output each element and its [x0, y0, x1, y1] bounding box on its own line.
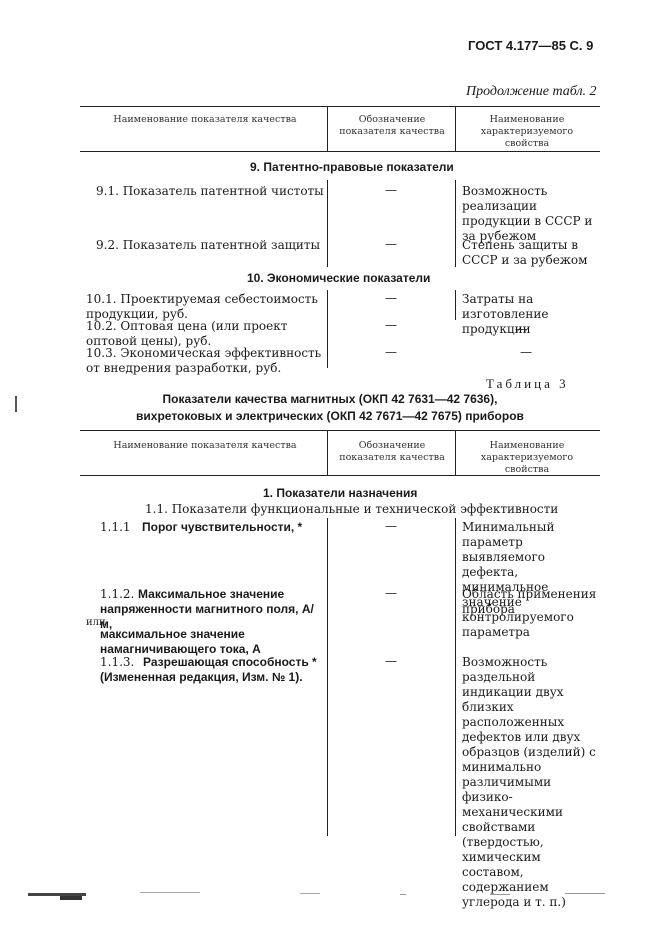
row-property: Затраты на изготовление продукции	[462, 292, 549, 336]
row-property: Возможность раздельной индикации двух бл…	[462, 655, 596, 909]
row-name: Разрешающая способность *	[143, 655, 317, 669]
table3-label: Таблица 3	[486, 376, 569, 391]
row-symbol: —	[385, 519, 397, 533]
row-symbol: —	[385, 586, 397, 600]
row-symbol: —	[385, 291, 397, 305]
row-property: Минимальный параметр выявляемого дефекта…	[462, 520, 574, 639]
table2-col-name: Наименование показателя качества	[113, 114, 297, 125]
row-note: (Измененная редакция, Изм. № 1).	[100, 670, 303, 684]
table2-col-symbol: Обозначение показателя качества	[339, 114, 445, 137]
table3-title-line1: Показатели качества магнитных (ОКП 42 76…	[162, 392, 498, 406]
section-10-title: 10. Экономические показатели	[247, 271, 431, 285]
subsection-title: 1.1. Показатели функциональные и техниче…	[145, 502, 559, 516]
section-9-title: 9. Патентно-правовые показатели	[250, 160, 454, 174]
row-property: Область применения прибора	[462, 587, 597, 616]
row-property: Степень защиты в СССР и за рубежом	[462, 238, 588, 267]
row-or: или	[86, 617, 106, 628]
row-name: 10.2. Оптовая цена (или проект оптовой ц…	[86, 319, 288, 348]
row-number: 1.1.1	[100, 520, 131, 534]
row-symbol: —	[385, 237, 397, 251]
row-name: 9.1. Показатель патентной чистоты	[96, 184, 324, 198]
row-name: 10.1. Проектируемая себестоимость продук…	[86, 292, 318, 321]
margin-mark	[15, 396, 17, 412]
table3-col-property: Наименование характеризуемого свойства	[480, 440, 574, 475]
row-symbol: —	[385, 654, 397, 668]
row-name: Максимальное значение напряженности магн…	[100, 587, 314, 631]
row-symbol: —	[385, 345, 397, 359]
row-name: 9.2. Показатель патентной защиты	[96, 238, 321, 252]
section-1-title: 1. Показатели назначения	[263, 486, 418, 500]
row-property: —	[520, 345, 532, 359]
row-name: Порог чувствительности, *	[142, 520, 303, 534]
table3-col-name: Наименование показателя качества	[113, 440, 297, 451]
row-property: Возможность реализации продукции в СССР …	[462, 184, 593, 243]
row-property: —	[515, 322, 527, 336]
table3-col-symbol: Обозначение показателя качества	[339, 440, 445, 463]
document-reference: ГОСТ 4.177—85 С. 9	[468, 38, 594, 53]
continuation-label: Продолжение табл. 2	[466, 84, 597, 99]
row-symbol: —	[385, 318, 397, 332]
row-name-alt: максимальное значение намагничивающего т…	[100, 627, 261, 656]
row-number: 1.1.2.	[100, 587, 135, 601]
table2-col-property: Наименование характеризуемого свойства	[480, 114, 574, 149]
row-name: 10.3. Экономическая эффективность от вне…	[86, 346, 322, 375]
row-number: 1.1.3.	[100, 655, 135, 669]
table3-title-line2: вихретоковых и электрических (ОКП 42 767…	[136, 409, 524, 423]
row-symbol: —	[385, 183, 397, 197]
